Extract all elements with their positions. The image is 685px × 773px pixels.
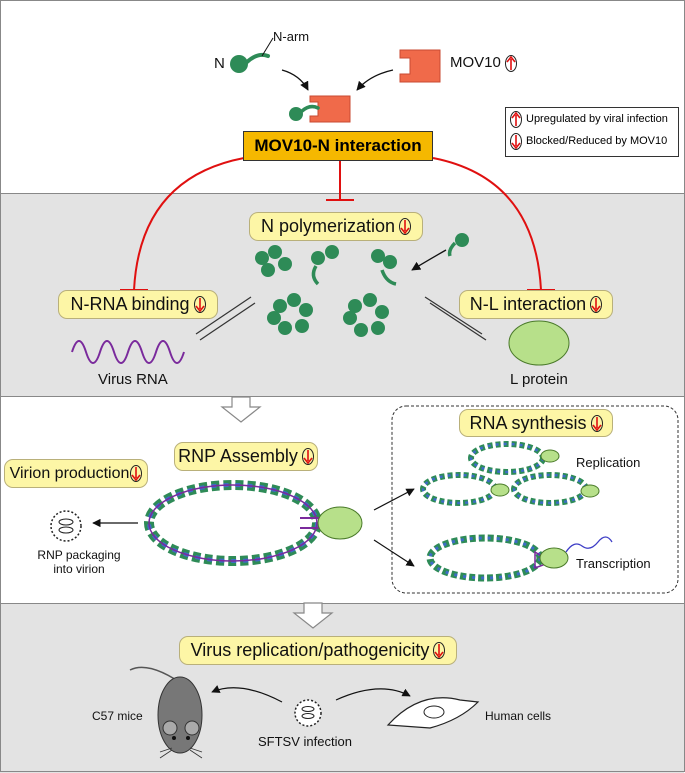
to-replication-arrow bbox=[373, 488, 415, 511]
equilibrium-arrows bbox=[195, 296, 487, 341]
n-rna-binding-pill: N-RNA binding bbox=[58, 290, 218, 319]
virus-rna-label: Virus RNA bbox=[98, 371, 168, 388]
interaction-title: MOV10-N interaction bbox=[254, 136, 422, 155]
n-arm-pointer bbox=[261, 37, 274, 57]
virion-icon bbox=[50, 510, 82, 542]
n-polymerization-text: N polymerization bbox=[260, 216, 396, 236]
l-protein-label: L protein bbox=[510, 371, 568, 388]
n-label: N bbox=[214, 55, 225, 72]
down-arrow-icon bbox=[193, 296, 206, 313]
monomer-join-arrow bbox=[411, 249, 447, 271]
sftsv-infection-label: SFTSV infection bbox=[258, 734, 352, 749]
packaging-line-1: RNP packaging bbox=[37, 548, 121, 562]
replication-rings-icon bbox=[420, 441, 600, 506]
mov10-icon bbox=[399, 49, 441, 83]
down-arrow-1 bbox=[220, 396, 262, 423]
host-panel bbox=[0, 603, 684, 773]
virion-production-pill: Virion production bbox=[4, 459, 148, 488]
down-arrow-icon bbox=[590, 296, 603, 313]
replication-label: Replication bbox=[576, 455, 641, 470]
legend-down: Blocked/Reduced by MOV10 bbox=[506, 130, 678, 152]
rnp-ring-icon bbox=[144, 480, 363, 566]
down-arrow-icon bbox=[301, 448, 314, 465]
virus-replication-pill: Virus replication/pathogenicity bbox=[179, 636, 457, 665]
down-arrow-icon bbox=[433, 642, 446, 659]
down-arrow-icon bbox=[510, 132, 522, 150]
virion-production-text: Virion production bbox=[9, 464, 130, 482]
mov10-n-complex-icon bbox=[289, 95, 351, 123]
mouse-icon bbox=[129, 666, 203, 759]
n-rna-binding-text: N-RNA binding bbox=[70, 294, 190, 314]
to-mice-arrow bbox=[211, 685, 283, 703]
legend-down-text: Blocked/Reduced by MOV10 bbox=[526, 135, 668, 147]
n-to-complex-arrow bbox=[281, 69, 309, 91]
rna-synthesis-box bbox=[391, 405, 679, 594]
c57-mice-label: C57 mice bbox=[92, 709, 143, 723]
n-protein-icon bbox=[230, 52, 270, 73]
mov10-to-complex-arrow bbox=[356, 69, 394, 91]
n-l-interaction-pill: N-L interaction bbox=[459, 290, 613, 319]
virus-rna-icon bbox=[71, 340, 185, 364]
legend-box: Upregulated by viral infection Blocked/R… bbox=[505, 107, 679, 157]
human-cells-label: Human cells bbox=[485, 709, 552, 723]
l-protein-icon bbox=[508, 320, 570, 366]
n-oligomers-icon bbox=[255, 233, 469, 337]
rnp-assembly-text: RNP Assembly bbox=[178, 446, 298, 466]
sftsv-virus-icon bbox=[294, 699, 322, 727]
packaging-label: RNP packaging into virion bbox=[34, 548, 124, 576]
to-cells-arrow bbox=[335, 688, 411, 701]
down-arrow-icon bbox=[590, 414, 603, 432]
down-arrow-icon bbox=[399, 218, 412, 235]
transcription-label: Transcription bbox=[576, 556, 651, 571]
mov10-text: MOV10 bbox=[450, 54, 501, 71]
n-arm-label: N-arm bbox=[273, 29, 310, 44]
down-arrow-2 bbox=[292, 602, 334, 629]
to-transcription-arrow bbox=[373, 539, 415, 567]
rna-synthesis-pill: RNA synthesis bbox=[459, 409, 613, 437]
transcription-ring-icon bbox=[426, 534, 613, 582]
up-arrow-icon bbox=[504, 54, 517, 72]
rnp-assembly-pill: RNP Assembly bbox=[174, 442, 318, 471]
legend-up-text: Upregulated by viral infection bbox=[526, 113, 668, 125]
mov10-label: MOV10 bbox=[450, 54, 517, 72]
down-arrow-icon bbox=[130, 465, 143, 482]
n-polymerization-pill: N polymerization bbox=[249, 212, 423, 241]
virus-replication-text: Virus replication/pathogenicity bbox=[190, 640, 430, 660]
legend-up: Upregulated by viral infection bbox=[506, 108, 678, 130]
interaction-title-box: MOV10-N interaction bbox=[243, 131, 433, 161]
up-arrow-icon bbox=[510, 110, 522, 128]
rna-synthesis-text: RNA synthesis bbox=[469, 412, 587, 433]
human-cell-icon bbox=[386, 697, 480, 729]
packaging-line-2: into virion bbox=[53, 562, 105, 576]
n-l-interaction-text: N-L interaction bbox=[469, 294, 587, 314]
